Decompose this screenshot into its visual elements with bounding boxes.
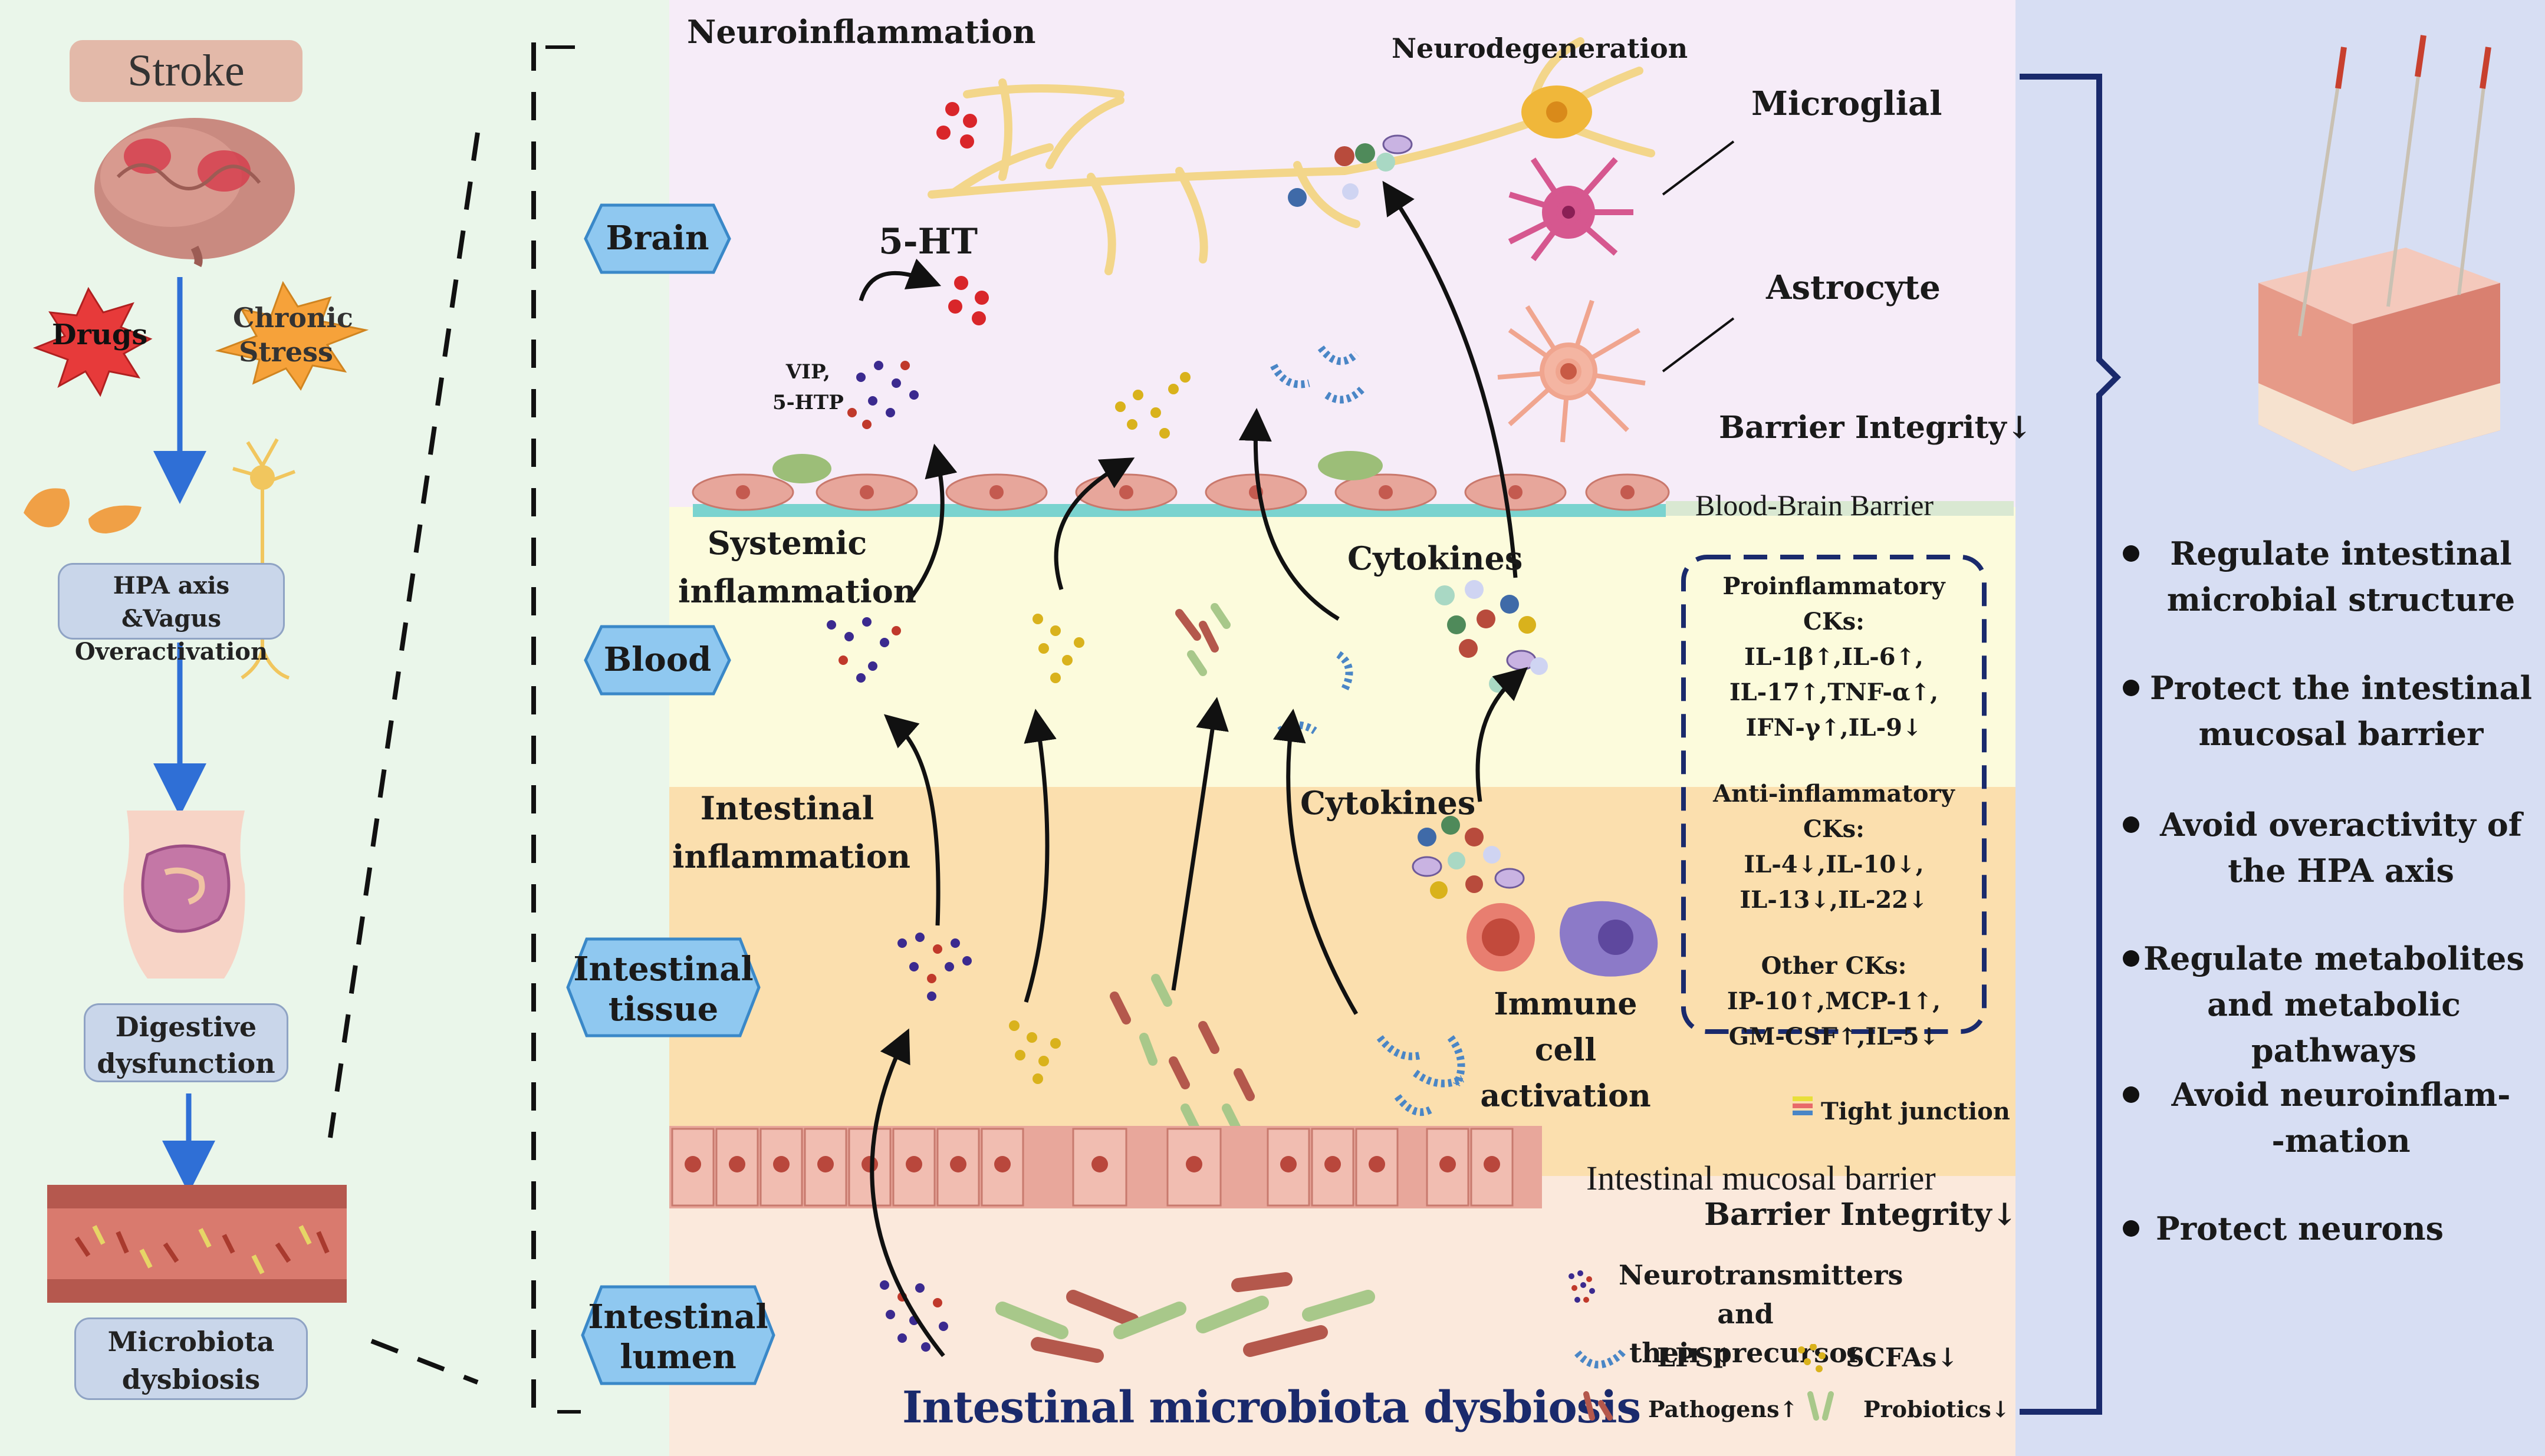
chronic-stress-burst-icon [215, 281, 369, 391]
legend-lps-icon [1574, 1347, 1627, 1371]
effect-item-5: Avoid neuroinflam--mation [2171, 1076, 2511, 1159]
microglial-pointer [1662, 140, 1735, 196]
brain-tag: Brain [584, 203, 731, 274]
intestine-section-icon [47, 1185, 347, 1303]
immune-cell-icon [1467, 901, 1658, 977]
vagus-neuron-icon [232, 438, 296, 680]
cytokine-cluster-tissue [1412, 816, 1525, 899]
brain-icon [94, 118, 295, 268]
zoom-dashed-lines [328, 42, 536, 1412]
effects-bracket [2020, 74, 2122, 1415]
astrocyte-icon [1497, 299, 1646, 443]
legend-probiotic-icon [1804, 1391, 1840, 1421]
legend-pathogen-label: Pathogens↑ [1648, 1396, 1798, 1422]
neurodegeneration-label: Neurodegeneration [1392, 32, 1688, 64]
barrier-integrity-brain-label: Barrier Integrity↓ [1719, 410, 2033, 446]
bbb-strip [1666, 501, 2014, 516]
astrocyte-label: Astrocyte [1766, 268, 1941, 307]
pathogen-cluster-blood [1175, 603, 1231, 676]
other-cytokines-title: Other CKs: [1761, 952, 1907, 980]
blood-brain-barrier-label: Blood-Brain Barrier [1695, 489, 1934, 522]
lps-chains-tissue [1376, 1035, 1465, 1116]
dysbiosis-title: Intestinal microbiota dysbiosis [902, 1382, 1641, 1433]
legend-probiotic-label: Probiotics↓ [1863, 1396, 2010, 1422]
vip-5htp-label: VIP,5-HTP [772, 360, 844, 414]
blood-brain-barrier-cells [692, 451, 1670, 517]
legend-pathogen-icon [1580, 1391, 1616, 1421]
five-ht-label: 5-HT [879, 221, 978, 262]
scfa-cluster-tissue [1009, 1020, 1061, 1084]
cytokine-cluster-blood [1435, 580, 1548, 693]
legend-lps-label: LPS↑ [1657, 1343, 1735, 1373]
effect-bullet-5 [2123, 1086, 2139, 1103]
effect-bullet-3 [2123, 816, 2139, 833]
microglial-label: Microglial [1751, 84, 1942, 123]
astrocyte-pointer [1662, 317, 1735, 373]
cytokines-tissue-label: Cytokines [1300, 784, 1476, 822]
effect-bullet-1 [2123, 545, 2139, 562]
legend-scfa-label: SCFAs↓ [1846, 1343, 1959, 1373]
lps-chains-blood [1277, 651, 1353, 734]
acupuncture-skin-icon [2258, 35, 2500, 472]
scfa-cluster-brain [1115, 372, 1191, 439]
serotonin-dots [936, 102, 989, 325]
cytokine-cluster-brain [1288, 134, 1413, 207]
neurotransmitter-cluster-tissue [897, 933, 972, 1001]
intestinal-tissue-zone [669, 787, 2015, 1176]
drugs-label: Drugs [52, 318, 148, 351]
cytokine-list: Proinflammatory CKs: IL-1β↑,IL-6↑, IL-17… [1689, 569, 1978, 1055]
lumen-bacteria [995, 1272, 1375, 1363]
intestine-torso-icon [123, 811, 245, 979]
adrenal-gland-icon [24, 488, 142, 533]
effect-bullet-6 [2123, 1220, 2139, 1237]
tight-junction-label: Tight junction [1821, 1098, 2010, 1125]
blood-tag: Blood [584, 625, 731, 696]
brain-zone [669, 0, 2015, 507]
anti-inflammatory-title: Anti-inflammatory CKs: [1713, 780, 1955, 843]
pathogen-probiotic-tissue [1110, 974, 1255, 1137]
neurotransmitter-cluster-brain [847, 361, 919, 429]
barrier-integrity-gut-label: Barrier Integrity↓ [1704, 1197, 2018, 1233]
neuroinflammation-label: Neuroinflammation [687, 13, 1036, 51]
neuron-icon [928, 37, 1655, 275]
effect-bullet-4 [2123, 950, 2139, 967]
cytokines-blood-label: Cytokines [1347, 539, 1523, 577]
drugs-burst-icon [32, 286, 153, 397]
legend-scfa-icon [1796, 1344, 1831, 1373]
stroke-title: Stroke [70, 40, 302, 102]
effect-bullet-2 [2123, 680, 2139, 696]
lps-chains-brain [1270, 345, 1365, 404]
intestinal-epithelium [669, 1126, 1542, 1208]
microglia-icon [1508, 157, 1633, 261]
effect-item-6: Protect neurons [2155, 1210, 2444, 1247]
neurotransmitter-cluster-blood [827, 617, 901, 683]
cytokine-box [1681, 555, 1987, 1034]
intestinal-mucosal-barrier-label: Intestinal mucosal barrier [1586, 1159, 1936, 1197]
proinflammatory-title: Proinflammatory CKs: [1722, 572, 1945, 635]
flow-arrows [859, 180, 1528, 1358]
scfa-cluster-blood [1033, 614, 1084, 683]
legend-neurotransmitter-icon [1566, 1267, 1601, 1315]
tight-junction-icon [1793, 1096, 1813, 1115]
right-panel [2015, 0, 2545, 1456]
